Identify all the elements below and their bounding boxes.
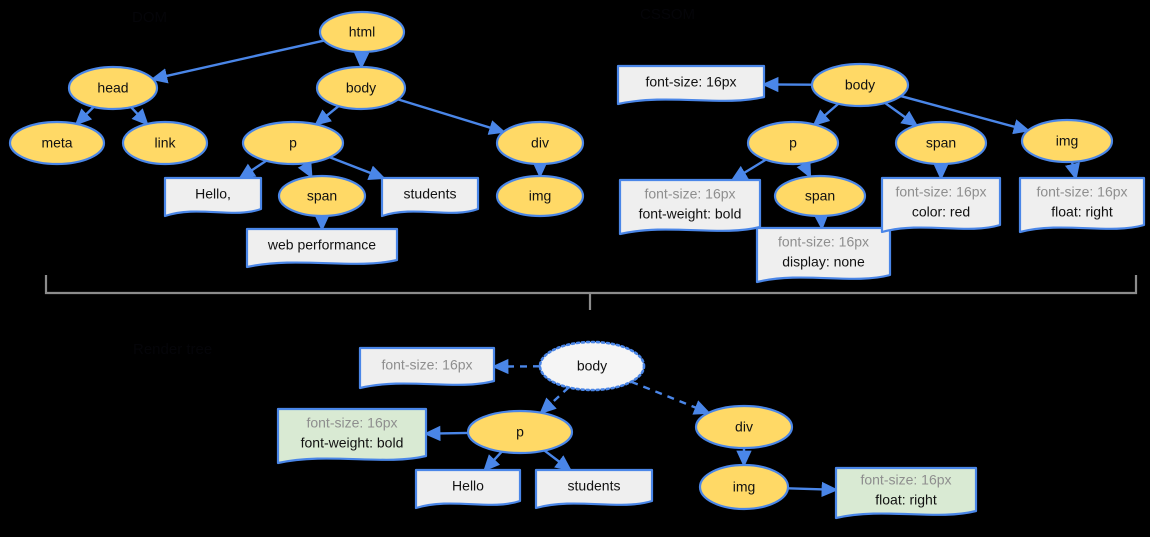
- render-rulebox-t_r_p[interactable]: font-size: 16px font-weight: bold: [276, 407, 428, 465]
- node-label: p: [789, 135, 797, 151]
- render-edge: [543, 449, 573, 472]
- node-label: link: [154, 135, 176, 151]
- dom-node-link[interactable]: link: [121, 120, 209, 166]
- cssom-rulebox-r_img[interactable]: font-size: 16px float: right: [1018, 176, 1146, 234]
- cssom-rulebox-r_body[interactable]: font-size: 16px: [616, 64, 766, 106]
- cssom-edge: [812, 102, 840, 127]
- dom-node-body[interactable]: body: [315, 65, 407, 111]
- cssom-edge: [730, 158, 767, 182]
- cssom-edge: [900, 94, 1031, 135]
- cssom-node-c_body[interactable]: body: [810, 62, 910, 108]
- cssom-edge: [1065, 161, 1080, 181]
- cssom-rulebox-r_span2[interactable]: font-size: 16px display: none: [755, 226, 892, 284]
- css-declaration: font-weight: bold: [639, 206, 742, 222]
- dom-node-div[interactable]: div: [495, 120, 585, 166]
- css-declaration: font-size: 16px: [860, 472, 951, 488]
- node-label: img: [529, 188, 552, 204]
- cssom-rulebox-r_p[interactable]: font-size: 16px font-weight: bold: [618, 178, 762, 236]
- cssom-node-c_span2[interactable]: span: [773, 174, 867, 218]
- node-label: body: [346, 80, 376, 96]
- dom-textbox-webperf[interactable]: web performance: [245, 227, 399, 269]
- css-declaration: float: right: [1051, 204, 1113, 220]
- dom-node-html[interactable]: html: [318, 10, 406, 54]
- css-declaration: font-size: 16px: [895, 184, 986, 200]
- edges-layer: [74, 39, 1080, 498]
- dom-node-meta[interactable]: meta: [8, 120, 106, 166]
- node-label: div: [735, 419, 753, 435]
- dom-edge: [329, 156, 386, 180]
- cssom-edge: [796, 160, 812, 179]
- render-edge: [483, 450, 503, 472]
- css-declaration: font-size: 16px: [306, 415, 397, 431]
- node-label: span: [926, 135, 956, 151]
- css-declaration: font-size: 16px: [645, 74, 736, 90]
- node-label: span: [805, 188, 835, 204]
- render-rulebox-t_r_img[interactable]: font-size: 16px float: right: [834, 466, 978, 520]
- dom-textbox-students[interactable]: students: [380, 176, 480, 218]
- node-label: img: [1056, 133, 1079, 149]
- render-node-t_p[interactable]: p: [466, 409, 574, 455]
- render-textbox-t_hello[interactable]: Hello: [414, 468, 522, 510]
- dom-edge: [397, 98, 506, 135]
- node-label: img: [733, 479, 756, 495]
- css-declaration: font-size: 16px: [1036, 184, 1127, 200]
- dom-textbox-hello[interactable]: Hello,: [163, 176, 263, 218]
- bracket-layer: [44, 275, 1138, 310]
- css-declaration: font-size: 16px: [778, 234, 869, 250]
- node-label: div: [531, 135, 549, 151]
- section-title-cssom: CSSOM: [640, 6, 695, 23]
- merge-bracket: [44, 275, 1138, 295]
- css-declaration: float: right: [875, 492, 937, 508]
- node-label: html: [349, 24, 375, 40]
- node-label: p: [516, 424, 524, 440]
- dom-edge: [297, 160, 313, 179]
- node-label: head: [97, 80, 128, 96]
- css-declaration: display: none: [782, 254, 865, 270]
- node-label: p: [289, 135, 297, 151]
- text-box-label: Hello,: [195, 186, 231, 202]
- cssom-node-c_span1[interactable]: span: [894, 120, 988, 166]
- section-title-dom: DOM: [132, 9, 167, 26]
- text-box-label: Hello: [452, 478, 484, 494]
- node-label: body: [845, 77, 875, 93]
- text-box-label: students: [404, 186, 457, 202]
- render-edge: [787, 481, 839, 498]
- cssom-node-c_img[interactable]: img: [1020, 118, 1114, 164]
- render-edge: [423, 425, 469, 442]
- render-edge: [539, 386, 570, 415]
- dom-edge: [150, 39, 325, 84]
- render-node-t_div[interactable]: div: [694, 404, 794, 450]
- dom-node-head[interactable]: head: [67, 65, 159, 111]
- section-title-render: Render tree: [133, 341, 212, 358]
- render-node-t_body[interactable]: body: [538, 340, 646, 392]
- render-edge: [630, 380, 711, 415]
- render-rulebox-t_r_body[interactable]: font-size: 16px: [358, 346, 496, 390]
- css-declaration: font-size: 16px: [644, 186, 735, 202]
- cssom-rulebox-r_span1[interactable]: font-size: 16px color: red: [880, 176, 1002, 234]
- dom-edge: [314, 105, 340, 126]
- dom-node-img[interactable]: img: [495, 174, 585, 218]
- cssom-edge: [813, 213, 829, 231]
- dom-node-p[interactable]: p: [241, 120, 345, 166]
- titles-layer: DOM CSSOM Render tree: [132, 6, 695, 358]
- dom-edge: [238, 159, 267, 180]
- cssom-edge: [884, 101, 919, 127]
- render-textbox-t_students[interactable]: students: [534, 468, 654, 510]
- dom-edge: [74, 106, 95, 126]
- node-label: body: [577, 358, 607, 374]
- cssom-node-c_p[interactable]: p: [746, 120, 840, 166]
- node-label: meta: [41, 135, 72, 151]
- text-box-label: web performance: [267, 237, 376, 253]
- text-box-label: students: [568, 478, 621, 494]
- css-declaration: font-size: 16px: [381, 357, 472, 373]
- dom-node-span[interactable]: span: [277, 174, 367, 218]
- css-declaration: color: red: [912, 204, 970, 220]
- node-label: span: [307, 188, 337, 204]
- render-node-t_img[interactable]: img: [698, 463, 790, 511]
- dom-edge: [130, 106, 149, 126]
- css-declaration: font-weight: bold: [301, 435, 404, 451]
